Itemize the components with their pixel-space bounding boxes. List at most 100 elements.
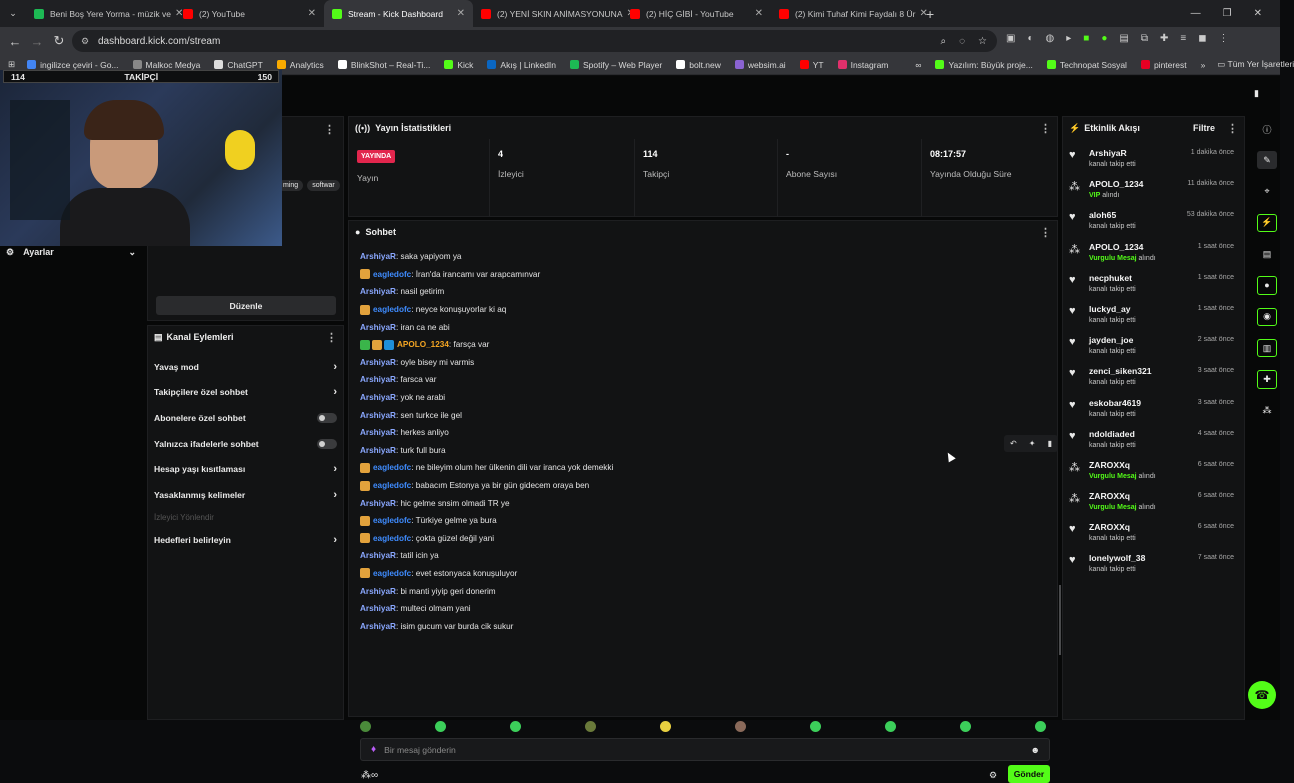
toggle-switch[interactable] (317, 412, 337, 423)
channel-action-item[interactable]: Takipçilere özel sohbet› (154, 386, 337, 399)
chat-tool-icon[interactable]: ● (1257, 276, 1277, 295)
zoom-icon[interactable]: ⌕ (940, 35, 947, 47)
extension-icon[interactable]: ⧉ (1140, 33, 1148, 44)
share-icon[interactable]: ⁂ (1262, 405, 1272, 416)
panel-toggle-icon[interactable]: ▮ (1254, 88, 1259, 98)
browser-menu-icon[interactable]: ⋮ (1218, 33, 1229, 44)
browser-tab[interactable]: (2) Kimi Tuhaf Kimi Faydalı 8 Ür✕ (771, 0, 928, 27)
event-username[interactable]: luckyd_ay (1089, 303, 1131, 314)
emote-icon[interactable] (885, 721, 896, 732)
chat-username[interactable]: ArshiyaR (360, 445, 396, 455)
emote-icon[interactable] (1035, 721, 1046, 732)
tab-close-icon[interactable]: ✕ (754, 8, 763, 19)
channel-action-item[interactable]: Yavaş mod› (154, 360, 337, 373)
event-username[interactable]: ArshiyaR (1089, 148, 1127, 158)
url-field[interactable]: ⚙ dashboard.kick.com/stream ⌕ ◌ ☆ (72, 30, 997, 52)
emote-icon[interactable] (510, 721, 521, 732)
event-username[interactable]: APOLO_1234 (1089, 241, 1144, 252)
help-chat-icon[interactable]: ☎ (1248, 681, 1276, 709)
panel-menu-icon[interactable]: ⋮ (1227, 122, 1238, 135)
channel-action-item[interactable]: Hesap yaşı kısıtlaması› (154, 463, 337, 476)
chat-username[interactable]: ArshiyaR (360, 428, 396, 438)
bookmark-item[interactable]: ∞ (902, 60, 921, 70)
maximize-icon[interactable]: ❐ (1222, 8, 1232, 19)
event-username[interactable]: jayden_joe (1089, 335, 1134, 346)
emote-icon[interactable] (435, 721, 446, 732)
tab-close-icon[interactable]: ✕ (307, 8, 316, 19)
panel-menu-icon[interactable]: ⋮ (1040, 122, 1051, 135)
category-tag[interactable]: ming (278, 180, 304, 191)
apps-grid-icon[interactable]: ⊞ (8, 59, 16, 69)
bookmark-item[interactable]: bolt.new (676, 60, 721, 70)
emote-icon[interactable] (960, 721, 971, 732)
event-username[interactable]: eskobar4619 (1089, 397, 1142, 408)
document-icon[interactable]: ▤ (1262, 248, 1272, 259)
chat-scrollbar[interactable] (1059, 585, 1061, 655)
chat-username[interactable]: ArshiyaR (360, 586, 396, 596)
pin-icon[interactable]: ✦ (1028, 439, 1036, 448)
send-button[interactable]: Gönder (1008, 765, 1050, 783)
panel-menu-icon[interactable]: ⋮ (1040, 226, 1051, 239)
extension-icon[interactable]: ▸ (1066, 33, 1072, 44)
chat-username[interactable]: ArshiyaR (360, 498, 396, 508)
set-goals-item[interactable]: Hedefleri belirleyin › (154, 534, 337, 547)
minimize-icon[interactable]: — (1190, 8, 1201, 19)
all-bookmarks-folder[interactable]: ▭ Tüm Yer İşaretleri (1217, 59, 1294, 69)
emoji-icon[interactable]: ☻ (1030, 744, 1040, 755)
emote-icon[interactable] (585, 721, 596, 732)
chat-username[interactable]: ArshiyaR (360, 410, 396, 420)
extension-icon[interactable]: ● (1101, 33, 1108, 44)
browser-tab[interactable]: (2) YouTube✕ (175, 0, 324, 27)
chat-message[interactable]: ArshiyaR: oyle bisey mi varmis (360, 354, 1050, 372)
bookmark-item[interactable]: pinterest (1140, 60, 1187, 70)
edit-button[interactable]: Düzenle (156, 296, 336, 315)
back-icon[interactable]: ← (8, 33, 22, 49)
channel-action-item[interactable]: Abonelere özel sohbet (148, 405, 343, 431)
new-tab-button[interactable]: + (926, 5, 935, 22)
chat-username[interactable]: ArshiyaR (360, 252, 396, 262)
broadcast-tool-icon[interactable]: ◉ (1257, 307, 1277, 326)
extension-icon[interactable]: ◐ (1027, 33, 1034, 44)
panel-menu-icon[interactable]: ⋮ (326, 331, 337, 344)
chat-message[interactable]: eagledofc: İran'da irancamı var arapcamı… (360, 266, 1050, 284)
lightning-tool-icon[interactable]: ⚡ (1257, 213, 1277, 232)
bookmark-item[interactable]: Instagram (837, 60, 888, 70)
emote-icon[interactable] (735, 721, 746, 732)
chat-message[interactable]: ArshiyaR: multeci olmam yani (360, 600, 1050, 618)
filter-button[interactable]: Filtre (1192, 123, 1215, 133)
wrench-icon[interactable]: ✚ (1257, 370, 1277, 389)
event-username[interactable]: necphuket (1089, 272, 1132, 283)
event-username[interactable]: zenci_siken321 (1089, 366, 1152, 377)
channel-action-item[interactable]: Yasaklanmış kelimeler› (154, 488, 337, 501)
edit-pencil-icon[interactable]: ✎ (1257, 151, 1277, 170)
eye-off-icon[interactable]: ◌ (959, 35, 966, 47)
bookmark-item[interactable]: Yazılım: Büyük proje... (935, 60, 1033, 70)
panel-menu-icon[interactable]: ⋮ (324, 124, 335, 136)
chat-message[interactable]: ArshiyaR: herkes anliyo (360, 424, 1050, 442)
extensions-puzzle-icon[interactable]: ✚ (1159, 33, 1169, 44)
bookmark-item[interactable]: BlinkShot – Real-Ti... (337, 60, 430, 70)
chat-username[interactable]: APOLO_1234 (397, 340, 449, 350)
chat-username[interactable]: ArshiyaR (360, 357, 396, 367)
layout-tool-icon[interactable]: ▥ (1257, 338, 1277, 358)
chat-message[interactable]: eagledofc: evet estonyaca konuşuluyor (360, 565, 1050, 583)
browser-tab[interactable]: Stream - Kick Dashboard✕ (324, 0, 473, 27)
chat-username[interactable]: ArshiyaR (360, 621, 396, 631)
profile-icon[interactable]: ◼ (1198, 33, 1207, 44)
chat-username[interactable]: eagledofc (373, 568, 412, 578)
chat-message[interactable]: ArshiyaR: saka yapiyom ya (360, 248, 1050, 266)
browser-tab[interactable]: Beni Boş Yere Yorma - müzik ve✕ (26, 0, 183, 27)
reply-icon[interactable]: ↶ (1010, 439, 1017, 448)
chat-message[interactable]: ArshiyaR: yok ne arabi (360, 389, 1050, 407)
delete-icon[interactable]: ▮ (1047, 439, 1052, 448)
channel-action-item[interactable]: Yalnızca ifadelerle sohbet (148, 431, 343, 457)
